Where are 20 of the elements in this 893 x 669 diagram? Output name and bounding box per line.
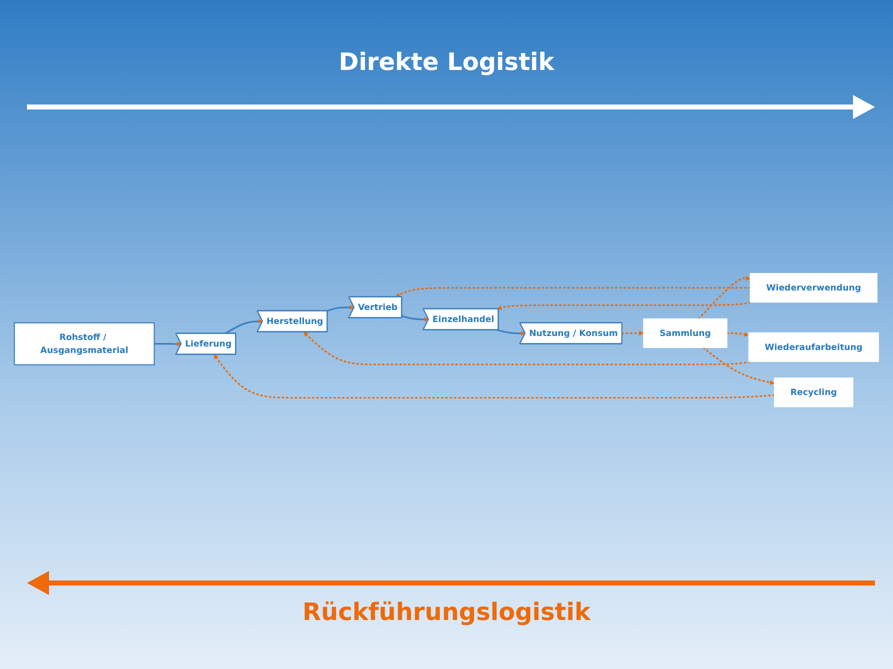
node-box: Recycling xyxy=(774,377,854,408)
arrow xyxy=(303,332,750,366)
arrow xyxy=(702,346,774,385)
arrow xyxy=(326,304,354,312)
arrow xyxy=(402,315,429,322)
node-box: Wiederverwendung xyxy=(750,272,878,303)
arrow xyxy=(497,301,751,310)
heading: Direkte Logistik xyxy=(338,48,554,76)
arrow xyxy=(224,318,263,334)
arrow xyxy=(154,342,182,346)
arrow xyxy=(395,286,751,298)
arrow xyxy=(621,330,644,336)
node-box: Sammlung xyxy=(643,318,728,348)
node-box: Rohstoff / Ausgangsmaterial xyxy=(14,322,155,366)
arrow xyxy=(214,354,776,398)
arrow xyxy=(497,329,526,336)
arrow xyxy=(726,332,749,337)
node-box: Wiederaufarbeitung xyxy=(748,332,879,362)
arrow xyxy=(698,276,750,320)
subheading: Rückführungslogistik xyxy=(302,598,590,626)
